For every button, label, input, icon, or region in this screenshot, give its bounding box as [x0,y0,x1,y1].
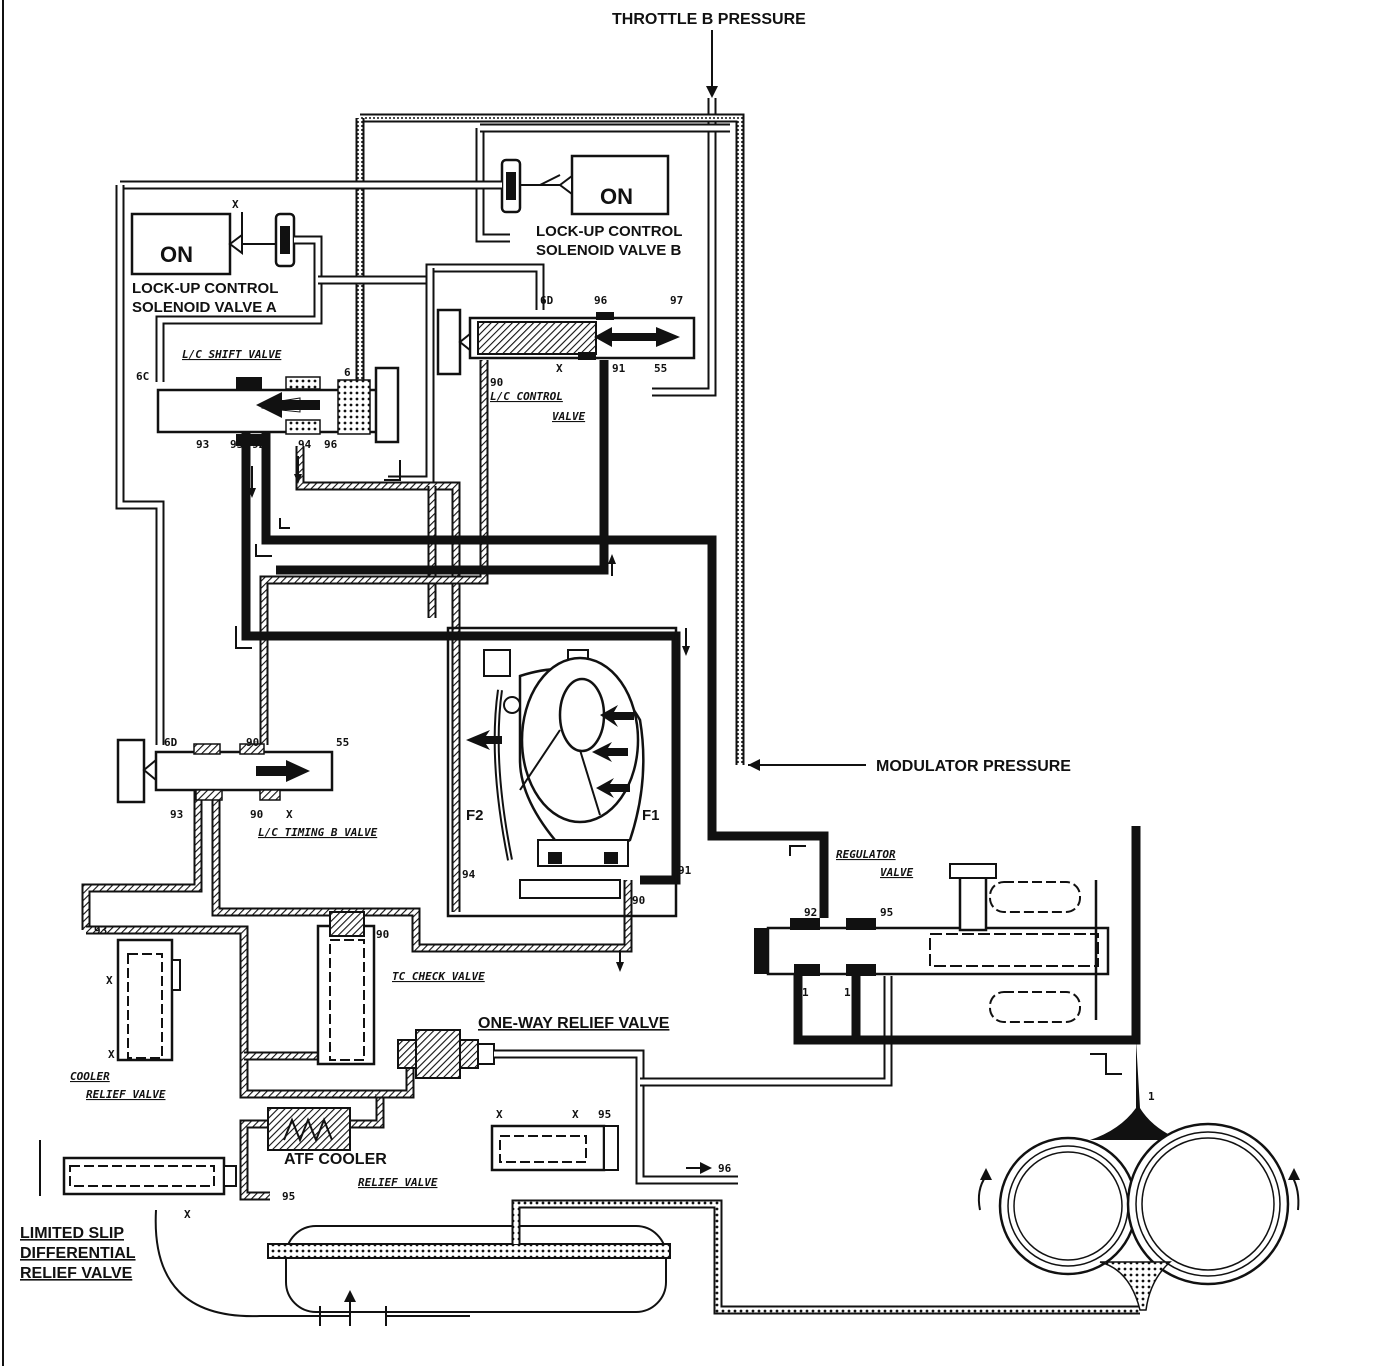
port-91-top: 91 [612,362,626,375]
flow-arrows [235,456,1122,1075]
solenoid-a-label-2: SOLENOID VALVE A [132,299,277,316]
atf-cooler-label: ATF COOLER [284,1151,387,1168]
lsd-exhaust: X [184,1208,191,1221]
port-91-tc: 91 [678,864,692,877]
cooler-exhaust-b: X [108,1048,115,1061]
tc-check-valve-label: TC CHECK VALVE [392,970,485,983]
lc-control-exhaust: X [556,362,563,375]
solenoid-b-state: ON [600,184,633,209]
port-93-shift: 93 [196,438,209,451]
port-1-reg-a: 1 [802,986,809,999]
oil-sump-strainer [267,1199,1140,1326]
port-95-cooler: 95 [282,1190,295,1203]
lc-control-valve-label-1: L/C CONTROL [490,390,563,403]
atf-cooler [267,1107,351,1151]
port-55-timing: 55 [336,736,349,749]
port-6: 6 [344,366,351,379]
port-95-reg: 95 [880,906,893,919]
cooler-relief-label-2: RELIEF VALVE [86,1088,166,1101]
lc-timing-b-valve [116,738,334,804]
lsd-relief-label-1: LIMITED SLIP [20,1225,124,1242]
lsd-relief-valve [39,1140,350,1318]
port-94-tc: 94 [462,868,476,881]
solenoid-feed-lines [115,180,545,745]
port-90-timing: 90 [246,736,259,749]
port-97: 97 [670,294,683,307]
port-93-timing: 93 [170,808,183,821]
regulator-valve [754,826,1141,1045]
port-90-top: 90 [490,376,503,389]
cooler-exhaust-a: X [106,974,113,987]
lc-shift-valve-label: L/C SHIFT VALVE [182,348,282,361]
port-90-check: 90 [376,928,389,941]
throttle-b-line [652,30,718,397]
one-way-relief-valve [397,976,893,1185]
lc-control-valve-label-2: VALVE [552,410,585,423]
lc-timing-b-valve-label: L/C TIMING B VALVE [258,826,378,839]
port-6d-top: 6D [540,294,554,307]
cooler-relief-valve [116,938,181,1062]
tc-label-f1: F1 [642,807,660,824]
port-96-shift: 96 [324,438,338,451]
port-55-top: 55 [654,362,667,375]
solenoid-b-label-1: LOCK-UP CONTROL [536,223,682,240]
port-93-shift-b: 93 [230,438,243,451]
lc-control-valve [436,308,696,376]
port-93-cooler: 93 [94,924,107,937]
regulator-valve-label-1: REGULATOR [836,848,896,861]
solenoid-a-state: ON [160,242,193,267]
lc-shift-valve [156,366,400,446]
port-1-pump: 1 [1148,1090,1155,1103]
torque-converter [446,626,678,918]
relief-exhaust-a: X [496,1108,503,1121]
oil-pump [977,1040,1300,1311]
timing-exhaust: X [286,808,293,821]
port-1-reg-b: 1 [844,986,851,999]
port-92-reg: 92 [804,906,817,919]
lockup-solenoid-valve-b [500,154,670,216]
modulator-pressure-lines [355,113,745,765]
tc-check-valve [316,911,376,1066]
lsd-relief-label-2: DIFFERENTIAL [20,1245,136,1262]
port-90-timing-b: 90 [250,808,263,821]
solenoid-b-label-2: SOLENOID VALVE B [536,242,681,259]
modulator-pressure-label: MODULATOR PRESSURE [876,758,1071,775]
port-6c: 6C [136,370,149,383]
relief-exhaust-b: X [572,1108,579,1121]
cooler-relief-label-1: COOLER [70,1070,110,1083]
port-96-top: 96 [594,294,608,307]
solenoid-a-exhaust: X [232,198,239,211]
lockup-solenoid-valve-a [130,212,296,276]
tc-label-f2: F2 [466,807,484,824]
throttle-b-pressure-label: THROTTLE B PRESSURE [612,11,806,28]
port-95-relief: 95 [598,1108,611,1121]
lsd-relief-label-3: RELIEF VALVE [20,1265,133,1282]
relief-valve-label: RELIEF VALVE [358,1176,438,1189]
lockup-hatched-lines [81,360,633,1201]
relief-valve [490,1124,619,1172]
regulator-valve-label-2: VALVE [880,866,913,879]
one-way-relief-valve-label: ONE-WAY RELIEF VALVE [478,1015,670,1032]
port-6d-timing: 6D [164,736,178,749]
solenoid-a-label-1: LOCK-UP CONTROL [132,280,278,297]
port-90-tc: 90 [632,894,645,907]
port-96-relief: 96 [718,1162,732,1175]
